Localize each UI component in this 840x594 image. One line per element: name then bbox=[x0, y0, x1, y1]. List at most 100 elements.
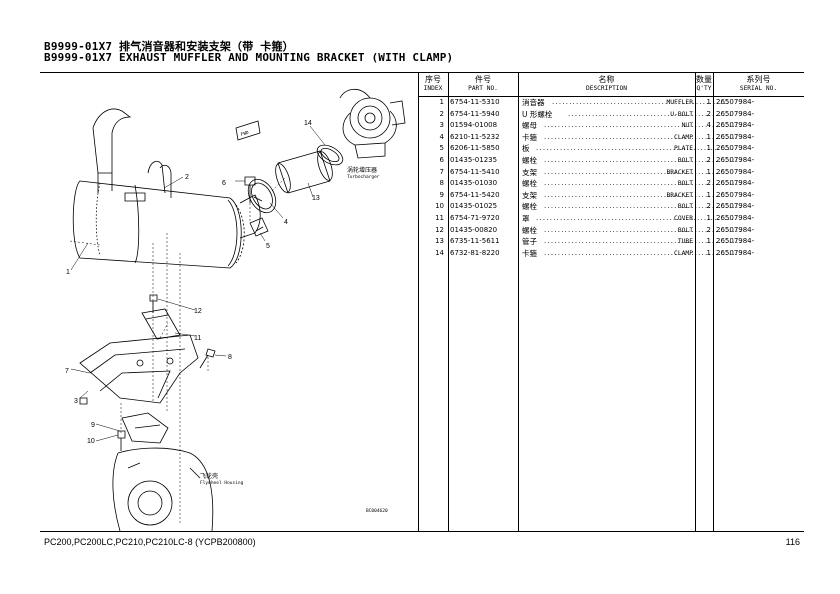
table-row: ........................................… bbox=[418, 109, 804, 121]
top-rule bbox=[40, 72, 804, 73]
fwd-label: FWD bbox=[240, 130, 250, 138]
turbocharger-label-en: Turbocharger bbox=[347, 174, 380, 180]
callout-13: 13 bbox=[312, 195, 320, 202]
table-divider-part bbox=[518, 73, 519, 531]
row-index: 4 bbox=[439, 132, 444, 141]
row-index: 14 bbox=[435, 248, 444, 257]
row-name-en: U-BOLT bbox=[670, 110, 693, 118]
row-part-number: 01435-01235 bbox=[450, 156, 498, 164]
row-name-en: BOLT bbox=[677, 180, 693, 188]
row-part-number: 01435-01025 bbox=[450, 202, 498, 211]
machine-models: PC200,PC200LC,PC210,PC210LC-8 (YCPB20080… bbox=[44, 537, 256, 547]
row-name-zh: 螺栓 bbox=[522, 225, 537, 235]
row-name-en: CLAMP bbox=[674, 133, 693, 141]
callout-11: 11 bbox=[194, 335, 201, 342]
row-index: 11 bbox=[435, 214, 444, 222]
row-part-number: 6754-11-5410 bbox=[450, 167, 500, 176]
callout-4: 4 bbox=[284, 219, 288, 226]
row-serial-number: 26507984- bbox=[716, 225, 755, 234]
callout-5: 5 bbox=[266, 243, 270, 250]
table-row: ........................................… bbox=[418, 120, 804, 132]
row-quantity: 1 bbox=[706, 144, 711, 153]
row-dot-leader: ........................................… bbox=[544, 202, 742, 211]
row-dot-leader: ........................................… bbox=[536, 144, 737, 153]
table-row: ........................................… bbox=[418, 190, 804, 202]
flywheel-label-zh: 飞轮壳 bbox=[200, 472, 218, 480]
bottom-rule bbox=[40, 531, 804, 532]
row-quantity: 1 bbox=[706, 190, 711, 199]
table-divider-qty bbox=[713, 73, 714, 531]
row-serial-number: 26507984- bbox=[716, 98, 755, 106]
callout-3: 3 bbox=[74, 398, 78, 405]
row-name-en: BOLT bbox=[677, 157, 693, 164]
row-name-en: BOLT bbox=[677, 226, 693, 234]
row-name-en: MUFFLER bbox=[666, 99, 693, 106]
row-dot-leader: ........................................… bbox=[552, 98, 729, 106]
row-dot-leader: ........................................… bbox=[544, 132, 737, 141]
row-dot-leader: ........................................… bbox=[544, 121, 746, 130]
row-name-zh: 卡箍 bbox=[522, 248, 537, 258]
row-index: 13 bbox=[435, 237, 444, 246]
row-name-zh: 支架 bbox=[522, 167, 537, 177]
row-name-en: BOLT bbox=[677, 203, 693, 211]
callout-14: 14 bbox=[304, 120, 312, 127]
row-dot-leader: ........................................… bbox=[544, 225, 742, 234]
row-quantity: 1 bbox=[706, 214, 711, 222]
drawing-code: BC004620 bbox=[366, 508, 388, 514]
row-dot-leader: ........................................… bbox=[536, 214, 737, 222]
row-dot-leader: ........................................… bbox=[544, 190, 729, 199]
row-serial-number: 26507984- bbox=[716, 190, 755, 199]
diagram-drawing: FWD 1 2 3 4 5 6 7 8 9 10 11 12 13 14 涡轮增… bbox=[65, 88, 406, 532]
row-name-zh: 螺母 bbox=[522, 121, 537, 131]
row-name-zh: 螺栓 bbox=[522, 156, 537, 165]
row-quantity: 2 bbox=[706, 156, 711, 164]
row-index: 1 bbox=[439, 98, 444, 106]
row-name-zh: 螺栓 bbox=[522, 179, 537, 189]
table-border-left bbox=[418, 73, 419, 531]
row-part-number: 6206-11-5850 bbox=[450, 144, 500, 153]
row-name-en: BRACKET bbox=[666, 191, 693, 199]
row-dot-leader: ........................................… bbox=[568, 109, 733, 118]
row-index: 6 bbox=[439, 156, 444, 164]
row-part-number: 6754-11-5940 bbox=[450, 109, 500, 118]
row-name-zh: 消音器 bbox=[522, 98, 545, 107]
row-name-en: BRACKET bbox=[666, 168, 693, 176]
row-name-en: NUT bbox=[681, 122, 693, 130]
row-serial-number: 26507984- bbox=[716, 179, 755, 188]
table-row: ........................................… bbox=[418, 236, 804, 248]
row-index: 12 bbox=[435, 225, 444, 234]
row-dot-leader: ........................................… bbox=[544, 167, 729, 176]
row-serial-number: 26507984- bbox=[716, 167, 755, 176]
table-row: ........................................… bbox=[418, 201, 804, 213]
row-quantity: 1 bbox=[706, 237, 711, 246]
row-quantity: 2 bbox=[706, 179, 711, 188]
callout-9: 9 bbox=[91, 422, 95, 429]
table-row: ........................................… bbox=[418, 97, 804, 109]
row-quantity: 2 bbox=[706, 225, 711, 234]
row-index: 3 bbox=[439, 121, 444, 130]
row-part-number: 01435-00820 bbox=[450, 225, 498, 234]
row-name-zh: 卡箍 bbox=[522, 132, 537, 142]
table-row: ........................................… bbox=[418, 225, 804, 237]
row-index: 9 bbox=[439, 190, 444, 199]
table-row: ........................................… bbox=[418, 143, 804, 155]
flywheel-label-en: Flywheel Housing bbox=[200, 480, 244, 486]
row-name-en: COVER bbox=[674, 215, 693, 222]
row-name-zh: 管子 bbox=[522, 237, 537, 247]
row-quantity: 2 bbox=[706, 202, 711, 211]
row-part-number: 6754-11-5310 bbox=[450, 98, 500, 106]
table-row: ........................................… bbox=[418, 178, 804, 190]
row-serial-number: 26507984- bbox=[716, 248, 755, 257]
row-part-number: 01594-01008 bbox=[450, 121, 498, 130]
row-name-zh: U 形螺栓 bbox=[522, 109, 553, 119]
table-row: ........................................… bbox=[418, 213, 804, 225]
callout-8: 8 bbox=[228, 354, 232, 361]
row-quantity: 2 bbox=[706, 109, 711, 118]
row-dot-leader: ........................................… bbox=[544, 248, 737, 257]
row-serial-number: 26507984- bbox=[716, 214, 755, 222]
row-serial-number: 26507984- bbox=[716, 237, 755, 246]
table-row: ........................................… bbox=[418, 167, 804, 179]
page-number: 116 bbox=[785, 537, 800, 547]
